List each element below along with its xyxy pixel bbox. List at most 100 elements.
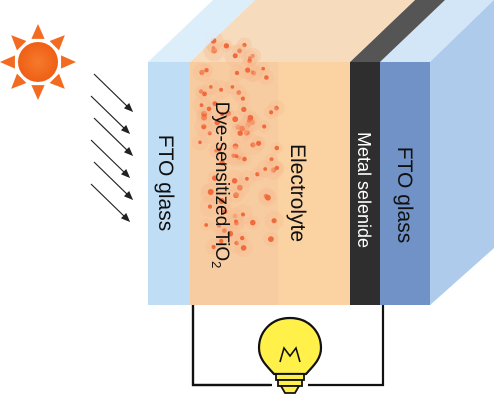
dye-molecule-dot <box>220 112 225 117</box>
dye-molecule-dot <box>211 244 216 250</box>
dye-molecule-dot <box>232 213 238 219</box>
dye-molecule-dot <box>242 156 247 162</box>
dye-molecule-dot <box>223 43 230 49</box>
dye-molecule-dot <box>202 91 207 97</box>
dye-molecule-dot <box>204 223 209 227</box>
dye-molecule-dot <box>269 110 274 115</box>
dye-molecule-dot <box>219 160 225 166</box>
dye-molecule-dot <box>247 58 252 64</box>
dye-molecule-dot <box>222 228 227 233</box>
fto-glass-right-side <box>430 0 494 305</box>
dye-molecule-dot <box>232 116 239 123</box>
dye-molecule-dot <box>250 142 256 148</box>
label-electrolyte: Electrolyte <box>286 144 309 242</box>
dye-molecule-dot <box>230 85 235 89</box>
dye-molecule-dot <box>243 129 250 136</box>
label-fto-glass-right: FTO glass <box>393 147 416 243</box>
dye-molecule-dot <box>219 87 224 92</box>
sun-icon <box>0 24 76 100</box>
dye-molecule-dot <box>250 70 255 75</box>
dye-molecule-dot <box>207 189 214 195</box>
dye-molecule-dot <box>199 69 205 75</box>
sun-ray <box>61 55 76 69</box>
dye-molecule-dot <box>264 75 269 80</box>
dye-molecule-dot <box>231 178 238 184</box>
dye-molecule-dot <box>233 192 240 199</box>
dye-molecule-dot <box>239 125 246 132</box>
dye-molecule-dot <box>234 219 238 224</box>
dye-molecule-dot <box>227 230 234 237</box>
dye-molecule-dot <box>245 121 251 127</box>
light-ray-arrowhead <box>120 168 131 179</box>
dye-molecule-dot <box>201 110 208 117</box>
light-ray <box>90 139 127 175</box>
dye-molecule-dot <box>214 149 218 153</box>
dye-molecule-dot <box>245 176 249 181</box>
dye-molecule-dot <box>263 167 268 171</box>
dye-molecule-dot <box>240 96 245 101</box>
dye-molecule-dot <box>232 53 238 59</box>
label-fto-glass-left: FTO glass <box>154 135 177 231</box>
light-ray-arrowhead <box>120 124 131 135</box>
sun-ray <box>11 73 27 89</box>
dye-molecule-dot <box>217 147 222 152</box>
light-ray <box>90 95 127 131</box>
dye-molecule-dot <box>271 218 277 224</box>
dye-molecule-dot <box>222 209 228 215</box>
metal-selenide-layer <box>350 0 445 305</box>
sun-ray <box>0 55 15 69</box>
sun-ray <box>49 73 65 89</box>
dye-molecule-dot <box>234 70 240 76</box>
dye-molecule-dot <box>211 46 216 50</box>
dye-molecule-dot <box>240 235 245 241</box>
sun-ray <box>31 24 45 39</box>
dye-molecule-dot <box>241 106 247 113</box>
dye-molecule-dot <box>240 245 247 251</box>
light-ray-arrowhead <box>123 102 134 113</box>
dye-molecule-dot <box>255 172 260 177</box>
dye-molecule-dot <box>262 124 267 129</box>
dye-molecule-dot <box>274 145 280 151</box>
dye-molecule-dot <box>247 114 254 121</box>
fto-glass-right-front <box>380 62 430 305</box>
sun-ray <box>49 35 65 51</box>
dye-molecule-dot <box>236 90 242 95</box>
light-bulb-icon <box>257 316 323 394</box>
dye-molecule-dot <box>214 119 220 126</box>
dye-molecule-dot <box>249 119 255 125</box>
dye-molecule-dot <box>237 130 243 136</box>
dye-molecule-dot <box>207 131 212 136</box>
dye-molecule-dot <box>212 101 218 107</box>
light-ray <box>93 117 130 153</box>
light-ray <box>93 73 130 109</box>
dye-molecule-dot <box>198 140 202 145</box>
light-ray <box>90 183 127 219</box>
sun-ray <box>11 35 27 51</box>
dye-molecule-dot <box>204 68 209 73</box>
label-dye-tio2: Dye-sensitized TiO2 <box>209 102 232 269</box>
dye-molecule-dot <box>206 106 212 112</box>
dye-molecule-dot <box>231 153 236 158</box>
dye-molecule-dot <box>209 85 213 89</box>
label-metal-selenide: Metal selenide <box>354 132 374 248</box>
dye-molecule-dot <box>250 219 256 226</box>
dye-molecule-dot <box>242 42 247 48</box>
dye-molecule-dot <box>274 105 279 111</box>
dye-molecule-dot <box>268 236 274 243</box>
fto-glass-left-block <box>148 0 255 305</box>
dye-molecule-dot <box>225 110 232 117</box>
dye-molecule-dot <box>245 67 251 73</box>
dye-molecule-dot <box>241 212 245 217</box>
dye-molecule-dot <box>199 103 204 107</box>
light-ray-arrowhead <box>123 190 134 201</box>
light-ray <box>93 161 130 197</box>
sun-ray <box>31 85 45 100</box>
dye-molecule-dot <box>218 198 225 204</box>
dye-molecule-dot <box>269 157 274 162</box>
dye-molecule-dot <box>232 143 239 150</box>
dye-molecule-dot <box>234 240 239 246</box>
dye-molecule-dot <box>261 66 266 71</box>
dye-molecule-dot <box>198 89 204 94</box>
